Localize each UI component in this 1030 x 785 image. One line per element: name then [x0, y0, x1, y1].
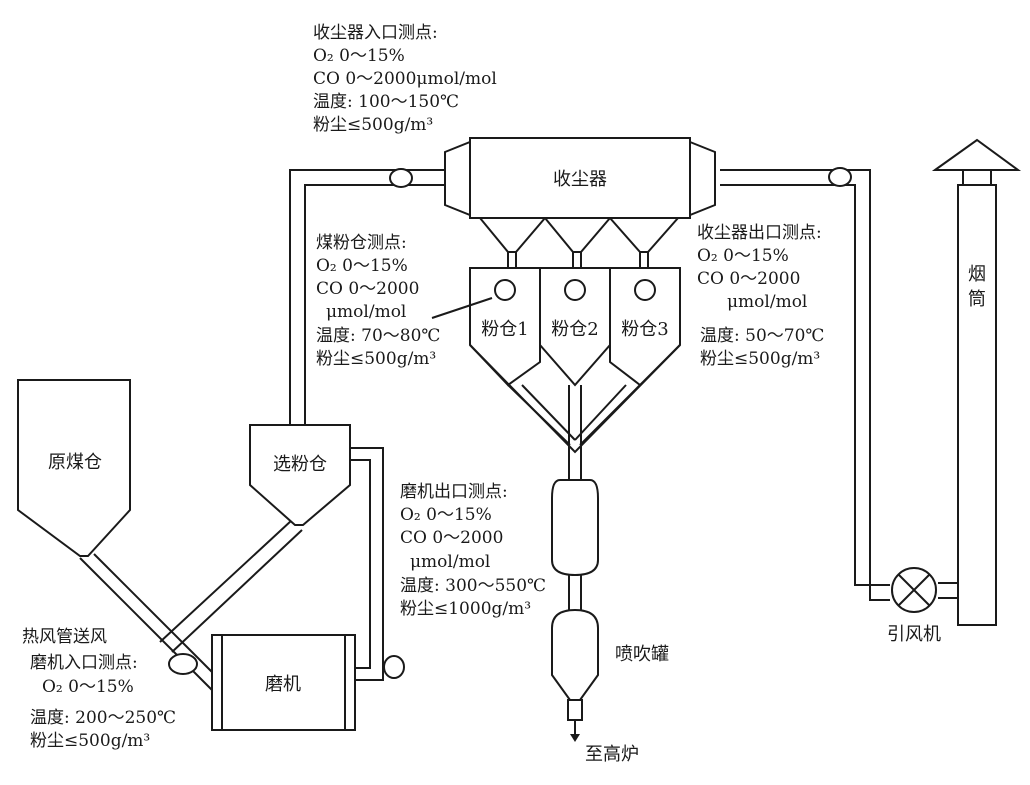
pipe-selector-return-a: [159, 519, 293, 643]
mill-inlet-line: 粉尘≤500g/m³: [30, 731, 150, 751]
chimney-cap: [931, 138, 1022, 171]
coal-bin-line: 温度: 70～80℃: [316, 326, 440, 346]
sensor-coal-bin-2: [564, 279, 586, 301]
sensor-mill-outlet: [383, 655, 405, 679]
sensor-collector-inlet: [389, 168, 413, 188]
mill-outlet-line: CO 0～2000: [400, 528, 503, 548]
collector-outlet-line: CO 0～2000: [697, 269, 800, 289]
raw-coal-bin-label: 原煤仓: [48, 452, 102, 473]
hot-air-supply-label: 热风管送风: [22, 627, 107, 647]
chimney: 烟 筒: [931, 138, 1022, 626]
mill-inlet-line: 温度: 200～250℃: [30, 708, 176, 728]
pipe-selector-to-mill-inner: [350, 459, 371, 669]
injection-tank-outlet: [567, 699, 583, 721]
pipe-collector-to-fan-inner: [720, 184, 890, 586]
pipe-coalbin-to-mill-b: [93, 553, 213, 673]
powder-selector: 选粉仓: [249, 424, 351, 526]
dust-collector: 收尘器: [444, 137, 716, 253]
collector-inlet-line: O₂ 0～15%: [313, 46, 405, 66]
raw-coal-bin-shape: [17, 379, 131, 557]
chimney-neck: [962, 169, 992, 186]
collector-inlet-title: 收尘器入口测点:: [313, 23, 438, 43]
mill-outlet-title: 磨机出口测点:: [400, 482, 508, 502]
collector-inlet-line: CO 0～2000μmol/mol: [313, 69, 497, 89]
mill-inlet-annotation: 热风管送风 磨机入口测点: O₂ 0～15% 温度: 200～250℃ 粉尘≤5…: [22, 627, 176, 751]
hopper-3: [607, 217, 681, 253]
powder-bin-3-label: 粉仓3: [621, 319, 668, 340]
pipe-bins-converge-outer: [507, 384, 641, 446]
hopper-2: [542, 217, 613, 253]
powder-bin-1-shape: [469, 267, 541, 387]
sensor-coal-bin-1: [494, 279, 516, 301]
mill-outlet-line: 粉尘≤1000g/m³: [400, 599, 531, 619]
collector-inlet-line: 温度: 100～150℃: [313, 92, 459, 112]
dust-collector-outlet-cone: [689, 140, 716, 217]
injection-tank-label: 喷吹罐: [615, 644, 669, 665]
hopper-1: [477, 217, 548, 253]
powder-selector-shape: [249, 424, 351, 526]
pipe-selector-return-b: [171, 529, 303, 653]
chimney-label-1: 烟: [968, 264, 986, 285]
sensor-mill-inlet: [168, 653, 198, 675]
mill-label: 磨机: [265, 674, 301, 695]
collector-outlet-line: μmol/mol: [727, 292, 807, 312]
mill-body: [211, 634, 356, 731]
coal-bin-title: 煤粉仓测点:: [316, 233, 407, 253]
powder-bins-outer-cone: [469, 344, 681, 454]
dust-collector-label: 收尘器: [553, 169, 607, 190]
sensor-collector-outlet: [828, 167, 852, 187]
pipe-hopper-3: [639, 252, 649, 268]
collector-outlet-annotation: 收尘器出口测点: O₂ 0～15% CO 0～2000 μmol/mol 温度:…: [697, 223, 824, 369]
raw-coal-bin: 原煤仓: [17, 379, 131, 557]
mill-outlet-line: 温度: 300～550℃: [400, 576, 546, 596]
injection-tank: [551, 608, 599, 701]
pipe-collector-to-fan-outer: [720, 169, 890, 601]
chimney-body: [957, 184, 997, 626]
mill-inlet-line: O₂ 0～15%: [42, 677, 134, 697]
powder-bins: 粉仓1 粉仓2 粉仓3: [469, 267, 681, 454]
powder-bin-1-label: 粉仓1: [481, 319, 528, 340]
collector-outlet-line: O₂ 0～15%: [697, 246, 789, 266]
coal-bin-line: μmol/mol: [326, 302, 406, 322]
leader-coal-bin: [431, 297, 493, 319]
mill-outlet-annotation: 磨机出口测点: O₂ 0～15% CO 0～2000 μmol/mol 温度: …: [400, 482, 546, 619]
powder-bin-2-label: 粉仓2: [551, 319, 598, 340]
pipe-selector-to-mill-outer: [350, 447, 384, 681]
pipe-hopper-2: [572, 252, 582, 268]
fan-label: 引风机: [887, 624, 941, 645]
coal-bin-annotation: 煤粉仓测点: O₂ 0～15% CO 0～2000 μmol/mol 温度: 7…: [316, 233, 440, 369]
collector-outlet-line: 温度: 50～70℃: [700, 326, 824, 346]
intermediate-tank: [551, 479, 599, 577]
coal-bin-line: CO 0～2000: [316, 279, 419, 299]
mill: 磨机: [211, 634, 356, 731]
to-furnace-label: 至高炉: [585, 744, 639, 765]
mill-outlet-line: O₂ 0～15%: [400, 505, 492, 525]
pipe-tank-to-tank: [568, 575, 582, 610]
coal-bin-line: 粉尘≤500g/m³: [316, 349, 436, 369]
pipe-bins-converge-inner: [521, 384, 627, 441]
pipe-bins-to-tank: [568, 385, 582, 480]
sensor-coal-bin-3: [634, 279, 656, 301]
to-furnace-arrow-icon: [570, 734, 580, 742]
dust-collector-body: [469, 137, 691, 219]
collector-inlet-annotation: 收尘器入口测点: O₂ 0～15% CO 0～2000μmol/mol 温度: …: [313, 23, 497, 135]
mill-inlet-title: 磨机入口测点:: [30, 653, 138, 673]
pipes: [79, 169, 958, 691]
fan-cross: [897, 573, 931, 607]
powder-bin-2-shape: [539, 267, 611, 387]
collector-outlet-title: 收尘器出口测点:: [697, 223, 822, 243]
collector-outlet-line: 粉尘≤500g/m³: [700, 349, 820, 369]
powder-selector-label: 选粉仓: [273, 454, 327, 475]
chimney-label-2: 筒: [968, 289, 986, 310]
injection-tanks: 喷吹罐 至高炉: [551, 479, 669, 765]
mill-outlet-line: μmol/mol: [410, 552, 490, 572]
dust-collector-inlet-cone: [444, 140, 471, 217]
pipe-hopper-1: [507, 252, 517, 268]
collector-inlet-line: 粉尘≤500g/m³: [313, 115, 433, 135]
coal-bin-line: O₂ 0～15%: [316, 256, 408, 276]
induced-fan: 引风机: [887, 567, 941, 645]
